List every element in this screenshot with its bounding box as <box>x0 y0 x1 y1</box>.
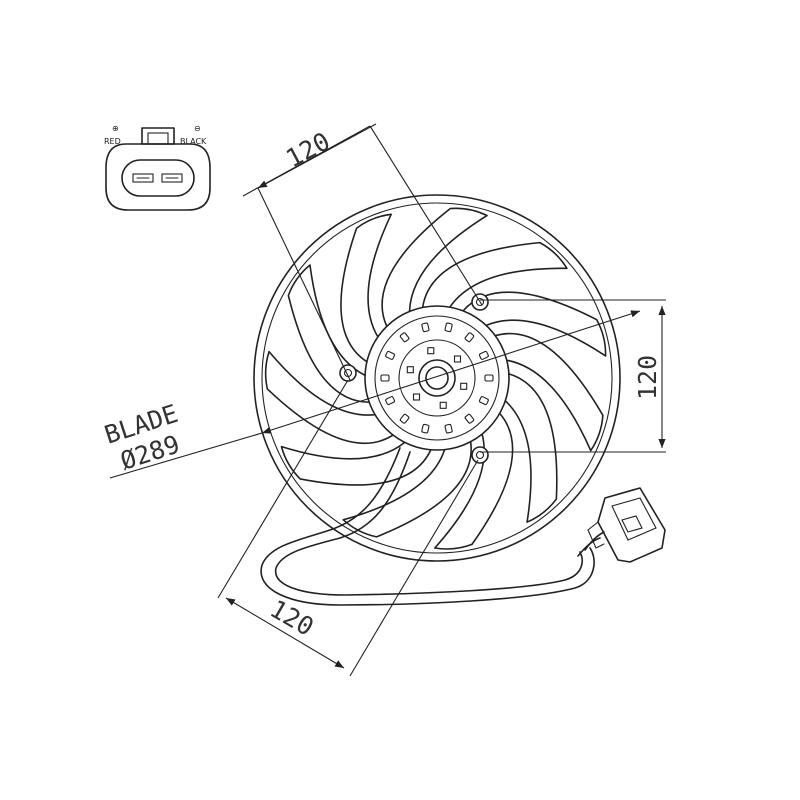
right-dimension-value: 120 <box>633 355 662 400</box>
fan-blade <box>421 241 568 309</box>
mount-boss-left <box>339 364 357 382</box>
minus-symbol: ⊖ <box>194 124 201 133</box>
connector-housing <box>105 143 211 211</box>
dimension-lines <box>109 123 666 677</box>
mount-boss-bottom <box>471 446 489 464</box>
red-wire-label: RED <box>104 137 121 146</box>
motor-hub <box>364 305 510 451</box>
fan-blade <box>342 440 472 538</box>
top-dimension-value: 120 <box>281 126 334 173</box>
fan-blade <box>494 332 604 452</box>
fan-blade <box>381 207 488 328</box>
connector-pin-cavity <box>121 159 195 197</box>
plus-symbol: ⊕ <box>112 124 119 133</box>
connector-inset: ⊕ ⊖ RED BLACK <box>104 124 211 211</box>
top-dimension-line <box>257 123 377 189</box>
black-wire-label: BLACK <box>180 137 207 146</box>
connector-latch <box>141 127 175 145</box>
blade-diameter-line <box>261 310 641 434</box>
fan-blade <box>280 441 432 486</box>
connector-latch-inner <box>147 132 169 145</box>
fan-blade <box>434 412 514 550</box>
connector-pin-negative <box>161 173 183 183</box>
bottom-dimension-value: 120 <box>265 594 319 642</box>
hub-outer <box>364 305 510 451</box>
cable-loop-inner <box>274 451 583 596</box>
plug-body <box>597 487 666 563</box>
fan-blades <box>264 207 607 550</box>
connector-pin-positive <box>132 173 154 183</box>
fan-blade <box>287 264 370 404</box>
bottom-dimension-line <box>225 597 345 669</box>
cable-connector <box>587 487 666 563</box>
